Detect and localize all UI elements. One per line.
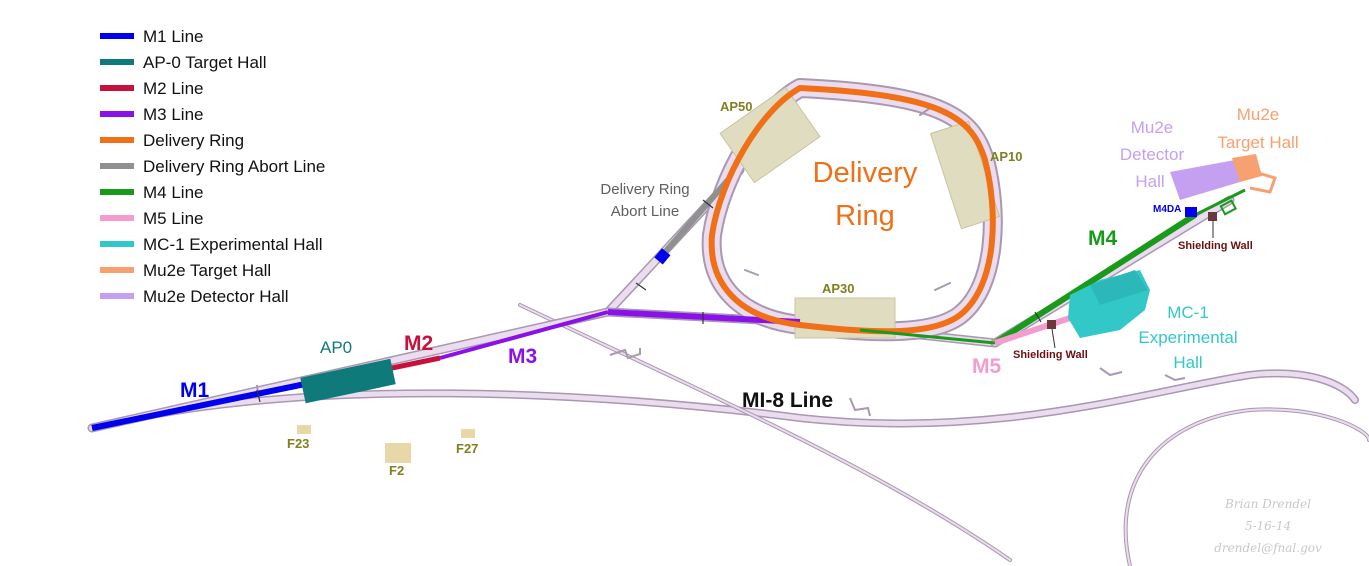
legend-swatch xyxy=(100,189,134,195)
abort-line xyxy=(657,178,731,260)
f2-building xyxy=(385,443,411,463)
legend-item: M2 Line xyxy=(100,79,203,98)
legend-item: M3 Line xyxy=(100,105,203,124)
ap0-label: AP0 xyxy=(320,338,352,357)
abort-line-label-2: Abort Line xyxy=(611,203,679,220)
m5-line xyxy=(994,315,1071,346)
legend-swatch xyxy=(100,293,134,299)
ap50-label: AP50 xyxy=(720,99,753,114)
f27-label: F27 xyxy=(456,441,478,456)
signature: Brian Drendel 5-16-14 drendel@fnal.gov xyxy=(1214,497,1322,555)
legend-label: Mu2e Detector Hall xyxy=(143,287,289,306)
legend-swatch xyxy=(100,163,134,169)
m2-label: M2 xyxy=(404,332,433,355)
legend-label: Delivery Ring Abort Line xyxy=(143,157,325,176)
mi8-label: MI-8 Line xyxy=(742,389,833,412)
lower-tunnel-curve xyxy=(518,303,1012,562)
mu2e-detector-label-2: Detector xyxy=(1120,145,1185,164)
abort-dump xyxy=(654,248,671,265)
legend-item: M5 Line xyxy=(100,209,203,228)
shielding-wall-m4 xyxy=(1208,212,1217,221)
legend-swatch xyxy=(100,59,134,65)
legend-label: Mu2e Target Hall xyxy=(143,261,271,280)
delivery-ring-label-2: Ring xyxy=(835,200,895,232)
legend-swatch xyxy=(100,267,134,273)
f27-building xyxy=(461,429,475,438)
legend-swatch xyxy=(100,137,134,143)
mu2e-target-label-2: Target Hall xyxy=(1217,133,1298,152)
f23-building xyxy=(297,425,311,434)
beamlines xyxy=(91,84,1197,431)
signature-date: 5-16-14 xyxy=(1245,519,1291,533)
legend-label: M4 Line xyxy=(143,183,203,202)
m4-line-a xyxy=(859,328,996,345)
legend-label: MC-1 Experimental Hall xyxy=(143,235,323,254)
legend-label: M5 Line xyxy=(143,209,203,228)
legend-swatch xyxy=(100,241,134,247)
delivery-ring xyxy=(708,84,996,335)
ap10-building xyxy=(929,120,1001,230)
legend-swatch xyxy=(100,85,134,91)
m1-label: M1 xyxy=(180,379,209,402)
m2-line xyxy=(391,355,441,371)
shielding-wall-m4-label: Shielding Wall xyxy=(1178,240,1253,252)
m4-label: M4 xyxy=(1088,227,1117,250)
legend-swatch xyxy=(100,215,134,221)
m1-line xyxy=(91,380,311,431)
signature-name: Brian Drendel xyxy=(1224,497,1311,511)
legend-label: M3 Line xyxy=(143,105,203,124)
legend-label: M1 Line xyxy=(143,27,203,46)
mu2e-target-hall xyxy=(1232,154,1262,182)
shielding-wall-m5-label: Shielding Wall xyxy=(1013,349,1088,361)
m3-label: M3 xyxy=(508,345,537,368)
abort-line-label: Delivery Ring xyxy=(600,181,689,198)
shielding-wall-m5 xyxy=(1047,320,1056,329)
legend-label: M2 Line xyxy=(143,79,203,98)
legend-item: AP-0 Target Hall xyxy=(100,53,266,72)
legend-item: Mu2e Detector Hall xyxy=(100,287,289,306)
mc1-label-2: Experimental xyxy=(1138,328,1237,347)
m4-extinction xyxy=(1219,199,1237,216)
m4da-dump xyxy=(1185,207,1197,217)
legend-item: M4 Line xyxy=(100,183,203,202)
m5-label: M5 xyxy=(972,355,1001,378)
mu2e-target-label: Mu2e xyxy=(1237,105,1280,124)
f23-label: F23 xyxy=(287,436,309,451)
ap30-label: AP30 xyxy=(822,281,855,296)
legend-item: Mu2e Target Hall xyxy=(100,261,271,280)
legend-label: AP-0 Target Hall xyxy=(143,53,266,72)
mu2e-detector-hall xyxy=(1170,160,1240,200)
legend-item: M1 Line xyxy=(100,27,203,46)
map-labels: Delivery Ring Delivery Ring Abort Line A… xyxy=(180,99,1299,478)
m4da-label: M4DA xyxy=(1153,204,1181,215)
halls xyxy=(300,154,1277,404)
signature-email: drendel@fnal.gov xyxy=(1214,541,1322,555)
mu2e-detector-label-3: Hall xyxy=(1135,172,1164,191)
legend-item: Delivery Ring xyxy=(100,131,244,150)
ap10-label: AP10 xyxy=(990,149,1023,164)
mu2e-detector-label: Mu2e xyxy=(1131,118,1174,137)
m3-line xyxy=(439,310,609,360)
legend-item: MC-1 Experimental Hall xyxy=(100,235,323,254)
legend-item: Delivery Ring Abort Line xyxy=(100,157,325,176)
f2-label: F2 xyxy=(389,463,404,478)
legend-swatch xyxy=(100,111,134,117)
legend-swatch xyxy=(100,33,134,39)
m4-line-b xyxy=(993,212,1197,346)
ap0-target-hall xyxy=(300,358,396,404)
legend-label: Delivery Ring xyxy=(143,131,244,150)
delivery-ring-label: Delivery xyxy=(813,157,918,189)
mc1-label-3: Hall xyxy=(1173,353,1202,372)
mc1-label: MC-1 xyxy=(1167,303,1209,322)
